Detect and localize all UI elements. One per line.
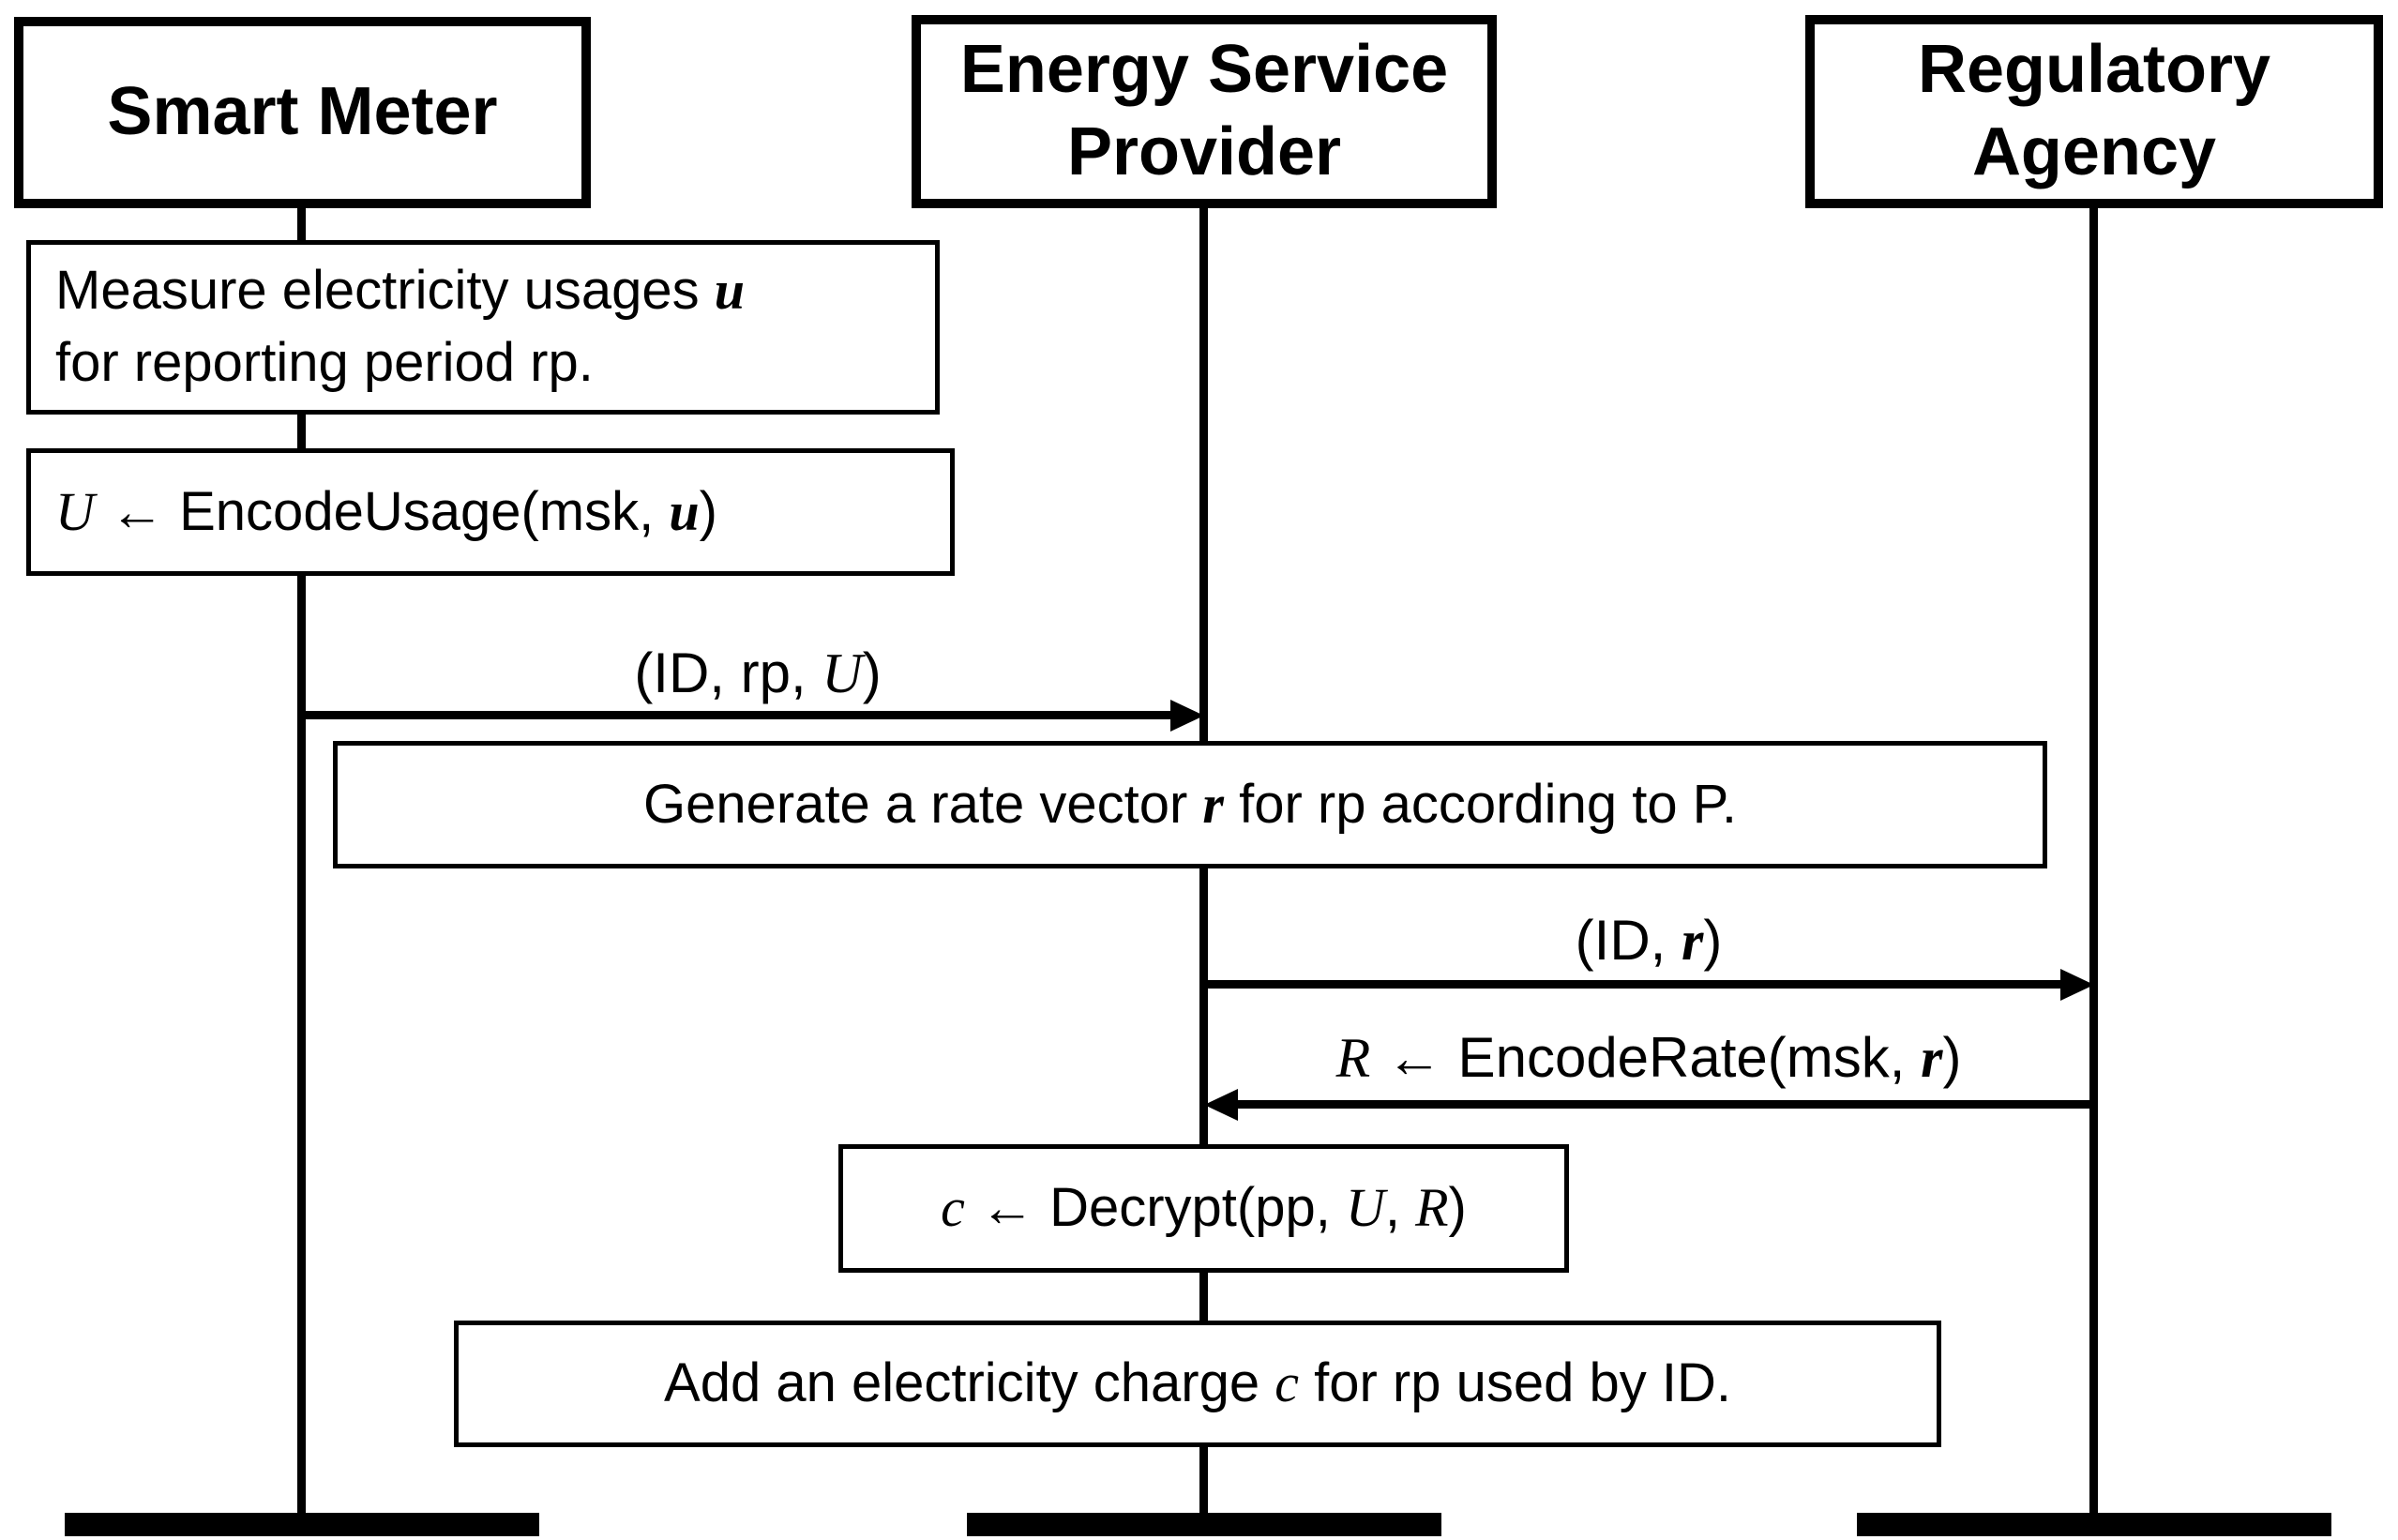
message-label-encode-rate: R ← EncodeRate(msk, r) xyxy=(1335,1026,1962,1089)
arrowhead-right-icon xyxy=(2060,969,2094,1001)
actor-energy-service-provider-label: Energy Service Provider xyxy=(959,32,1449,189)
lifeline-end-regulatory-agency xyxy=(1857,1513,2331,1536)
actor-smart-meter-label: Smart Meter xyxy=(107,74,498,150)
lifeline-smart-meter xyxy=(297,206,306,1517)
arrowhead-left-icon xyxy=(1204,1089,1238,1121)
arrowhead-right-icon xyxy=(1170,700,1204,732)
actor-regulatory-agency: Regulatory Agency xyxy=(1805,15,2383,208)
note-decrypt: c ← Decrypt(pp, U, R) xyxy=(838,1144,1569,1273)
note-add-charge: Add an electricity charge c for rp used … xyxy=(454,1321,1941,1447)
actor-regulatory-agency-label: Regulatory Agency xyxy=(1917,32,2271,189)
actor-energy-service-provider: Energy Service Provider xyxy=(912,15,1497,208)
actor-smart-meter: Smart Meter xyxy=(14,17,591,208)
lifeline-end-energy-service-provider xyxy=(967,1513,1441,1536)
note-encode-usage: U ← EncodeUsage(msk, u) xyxy=(26,448,955,576)
lifeline-regulatory-agency xyxy=(2089,206,2098,1517)
message-line-id-r xyxy=(1204,980,2060,989)
message-line-encode-rate xyxy=(1236,1100,2094,1109)
message-label-id-rp-u: (ID, rp, U) xyxy=(634,642,882,704)
message-label-id-r: (ID, r) xyxy=(1575,909,1723,972)
note-generate-rate-vector: Generate a rate vector r for rp accordin… xyxy=(333,741,2047,868)
message-line-id-rp-u xyxy=(302,711,1172,719)
lifeline-end-smart-meter xyxy=(65,1513,539,1536)
